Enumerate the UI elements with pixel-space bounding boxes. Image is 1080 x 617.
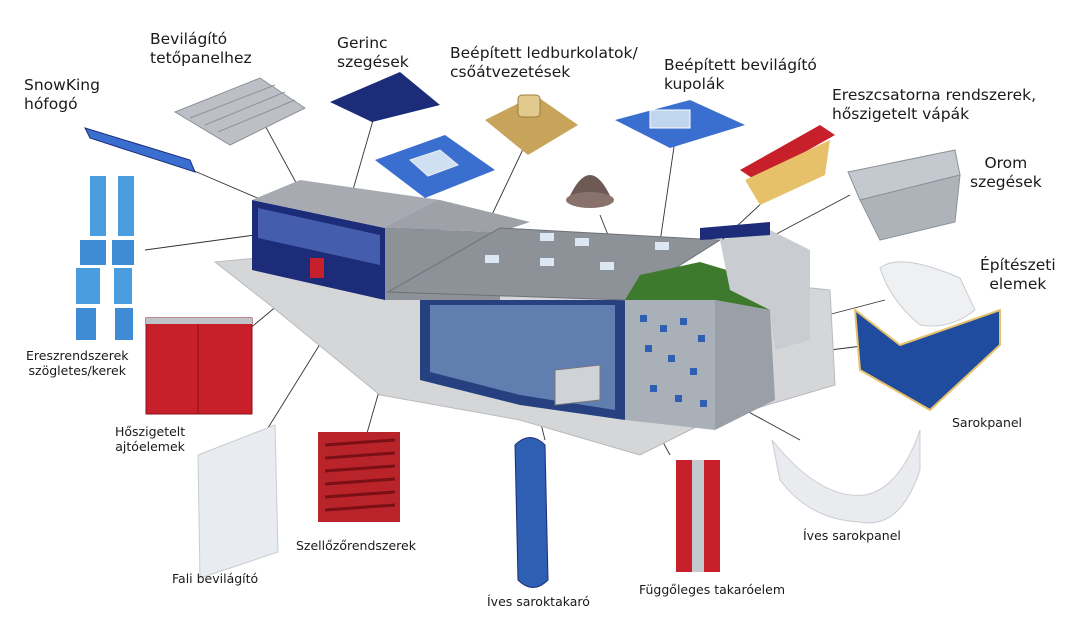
label-roof-skylight-line1: Bevilágító [150,30,228,48]
curved-corner-trim [514,437,549,588]
skylight-dome-panel [615,100,745,148]
label-ridge-line2: szegések [337,52,409,71]
label-curved-trim: Íves saroktakaró [487,594,590,609]
label-downpipes-line2: szögletes/kerek [28,363,126,378]
ridge-flashing [330,72,440,122]
corner-panel [853,307,1001,412]
label-downpipes: Ereszrendszerek szögletes/kerek [26,348,129,378]
architectural-element [879,261,976,327]
label-vertical-trim: Függőleges takaróelem [639,582,786,597]
label-architectural-line1: Építészeti [980,256,1056,274]
label-snowking: SnowKing hófogó [24,76,100,113]
label-door: Hőszigetelt ajtóelemek [115,424,185,454]
label-gable-line1: Orom [984,154,1028,172]
label-roof-skylight: Bevilágító tetőpanelhez [150,30,252,67]
label-architectural: Építészeti elemek [980,256,1056,293]
label-architectural-line2: elemek [989,274,1047,293]
gutter-system [740,125,835,205]
snowking-snow-guard [84,127,196,173]
downpipes [76,176,134,340]
gable-flashing [847,149,961,241]
label-ridge-line1: Gerinc [337,34,388,52]
label-gutter-line1: Ereszcsatorna rendszerek, [832,86,1037,104]
main-building [386,222,810,430]
label-led-line1: Beépített ledburkolatok/ [450,44,638,62]
led-penetration-panel [485,94,578,155]
wall-skylight-panel [197,424,279,579]
label-gable: Orom szegések [970,154,1042,191]
label-door-line2: ajtóelemek [115,439,185,454]
insulated-door [145,317,253,415]
label-curved-corner-panel: Íves sarokpanel [803,528,901,543]
label-gutter-line2: hőszigetelt vápák [832,104,970,123]
label-snowking-line1: SnowKing [24,76,100,94]
label-wall-skylight: Fali bevilágító [172,571,259,586]
penetration-cap [566,175,614,208]
ventilation-louver [318,432,400,522]
label-led-line2: csőátvezetések [450,62,571,81]
label-domes: Beépített bevilágító kupolák [664,56,817,93]
vertical-trim [676,460,720,572]
label-gable-line2: szegések [970,172,1042,191]
label-led: Beépített ledburkolatok/ csőátvezetések [450,44,638,81]
label-snowking-line2: hófogó [24,94,78,113]
curved-corner-panel [771,429,921,524]
label-corner-panel: Sarokpanel [952,415,1023,430]
label-door-line1: Hőszigetelt [115,424,186,439]
label-domes-line1: Beépített bevilágító [664,56,817,74]
label-downpipes-line1: Ereszrendszerek [26,348,129,363]
roof-skylight-panel [173,77,306,146]
roof-window [375,135,495,198]
label-gutter: Ereszcsatorna rendszerek, hőszigetelt vá… [832,86,1036,123]
label-ventilation: Szellőzőrendszerek [296,538,416,553]
label-domes-line2: kupolák [664,74,725,93]
label-roof-skylight-line2: tetőpanelhez [150,48,252,67]
label-ridge: Gerinc szegések [337,34,409,71]
